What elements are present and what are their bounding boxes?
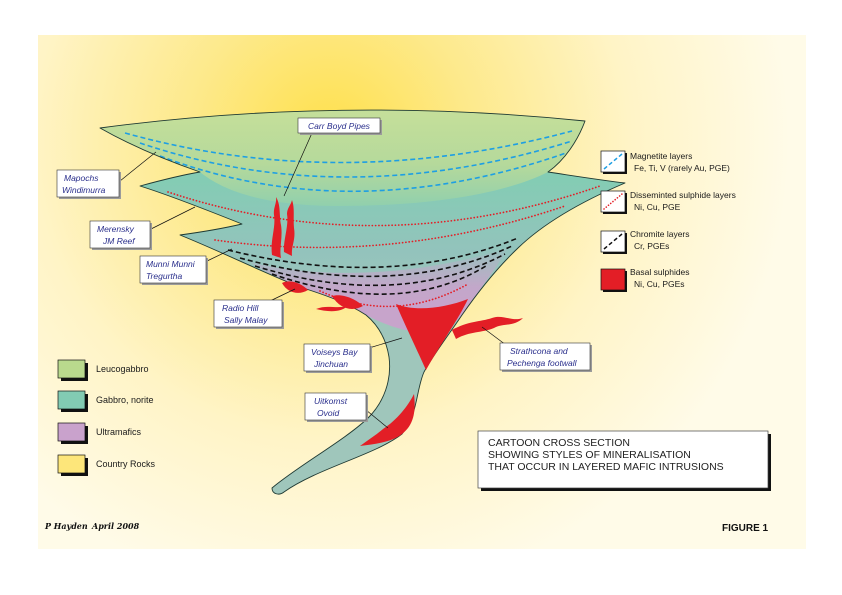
leucogabbro-layer bbox=[100, 110, 585, 206]
legend-swatch bbox=[57, 454, 86, 474]
legend-swatch bbox=[57, 422, 86, 442]
sulphide-layer-line bbox=[214, 205, 566, 249]
label-text: Merensky JM Reef bbox=[97, 224, 136, 246]
label-text: Uitkomst Ovoid bbox=[314, 396, 349, 418]
carr-boyd-pipe bbox=[271, 197, 282, 258]
magnetite-layer-line bbox=[139, 140, 573, 178]
legend-label: Leucogabbro bbox=[96, 364, 149, 374]
legend-detail: Fe, Ti, V (rarely Au, PGE) bbox=[634, 163, 730, 173]
leader-line-voiseys-bay bbox=[368, 337, 403, 349]
title-box-frame bbox=[477, 430, 769, 489]
sally-malay-sulphide bbox=[332, 295, 363, 309]
basal-sulphides bbox=[271, 197, 523, 446]
leader-line-munni-munni bbox=[204, 248, 233, 263]
label-uitkomst: Uitkomst Ovoid bbox=[304, 392, 368, 422]
voiseys-bay-sulphide bbox=[396, 299, 468, 370]
label-box bbox=[213, 299, 283, 328]
label-radio-hill: Radio Hill Sally Malay bbox=[213, 299, 284, 329]
leader-line-radio-hill bbox=[269, 288, 296, 302]
label-box bbox=[297, 117, 381, 134]
label-text: Munni Munni Tregurtha bbox=[146, 259, 197, 281]
legend-swatch bbox=[57, 359, 86, 379]
rock-legend: Leucogabbro Gabbro, norite Ultramafics C… bbox=[57, 359, 156, 476]
radio-hill-sulphide bbox=[282, 281, 308, 293]
magnetite-layer-line bbox=[159, 152, 567, 193]
leader-line-uitkomst bbox=[365, 409, 389, 429]
figure-label: FIGURE 1 bbox=[722, 523, 769, 534]
label-box bbox=[303, 343, 371, 372]
black-dashed-line-icon bbox=[603, 233, 623, 250]
leader-line-strathcona bbox=[481, 326, 507, 346]
leader-line-carr-boyd bbox=[283, 132, 313, 197]
label-box bbox=[56, 169, 120, 198]
label-text: Strathcona and Pechenga footwall bbox=[507, 346, 578, 368]
title-box: CARTOON CROSS SECTION SHOWING STYLES OF … bbox=[477, 430, 771, 491]
uitkomst-sulphide bbox=[360, 394, 415, 446]
chromite-layer-line bbox=[227, 237, 519, 269]
legend-item-disseminated-sulphide: Disseminted sulphide layers Ni, Cu, PGE bbox=[600, 190, 736, 214]
label-strathcona: Strathcona and Pechenga footwall bbox=[499, 342, 592, 372]
label-box bbox=[139, 255, 207, 284]
carr-boyd-pipe bbox=[283, 200, 295, 256]
label-box bbox=[499, 342, 591, 371]
blue-dashed-line-icon bbox=[603, 153, 623, 170]
legend-item-gabbro: Gabbro, norite bbox=[57, 390, 154, 412]
red-dotted-line-icon bbox=[603, 193, 623, 210]
legend-label: Ultramafics bbox=[96, 427, 142, 437]
legend-detail: Ni, Cu, PGE bbox=[634, 202, 681, 212]
legend-title: Basal sulphides bbox=[630, 267, 690, 277]
legend-detail: Ni, Cu, PGEs bbox=[634, 279, 685, 289]
chromite-layer-line bbox=[239, 245, 513, 278]
legend-item-leucogabbro: Leucogabbro bbox=[57, 359, 149, 381]
chromite-layer-line bbox=[271, 265, 487, 295]
mineral-legend: Magnetite layers Fe, Ti, V (rarely Au, P… bbox=[600, 150, 736, 292]
label-box bbox=[89, 220, 151, 249]
label-merensky: Merensky JM Reef bbox=[89, 220, 152, 250]
legend-title: Disseminted sulphide layers bbox=[630, 190, 736, 200]
legend-item-magnetite: Magnetite layers Fe, Ti, V (rarely Au, P… bbox=[600, 150, 730, 174]
label-text: Mapochs Windimurra bbox=[62, 173, 106, 195]
label-text: Voiseys Bay Jinchuan bbox=[311, 347, 360, 369]
legend-item-country-rocks: Country Rocks bbox=[57, 454, 156, 476]
label-voiseys-bay: Voiseys Bay Jinchuan bbox=[303, 343, 372, 373]
label-mapochs: Mapochs Windimurra bbox=[56, 169, 121, 199]
title-text: CARTOON CROSS SECTION SHOWING STYLES OF … bbox=[488, 437, 724, 473]
label-carr-boyd: Carr Boyd Pipes bbox=[297, 117, 382, 135]
legend-item-basal-sulphide: Basal sulphides Ni, Cu, PGEs bbox=[600, 267, 690, 292]
legend-label: Country Rocks bbox=[96, 459, 156, 469]
legend-swatch bbox=[57, 390, 86, 410]
red-fill-swatch-icon bbox=[600, 268, 626, 291]
leader-line-merensky bbox=[150, 206, 196, 230]
legend-item-chromite: Chromite layers Cr, PGEs bbox=[600, 229, 690, 254]
sulphide-vein-tail bbox=[316, 305, 349, 312]
leader-line-mapochs bbox=[119, 151, 157, 182]
label-text: Radio Hill Sally Malay bbox=[222, 303, 268, 325]
legend-item-ultramafics: Ultramafics bbox=[57, 422, 142, 444]
strathcona-sulphide-vein bbox=[452, 316, 523, 339]
chromite-layer-line bbox=[254, 253, 506, 287]
legend-detail: Cr, PGEs bbox=[634, 241, 669, 251]
sulphide-layer-line bbox=[319, 283, 469, 308]
label-munni-munni: Munni Munni Tregurtha bbox=[139, 255, 208, 285]
legend-title: Chromite layers bbox=[630, 229, 690, 239]
legend-label: Gabbro, norite bbox=[96, 395, 154, 405]
sulphide-layer-line bbox=[167, 185, 601, 227]
label-box bbox=[304, 392, 367, 421]
label-text: Carr Boyd Pipes bbox=[308, 121, 371, 131]
intrusion-outline bbox=[99, 109, 626, 495]
author-signature: P Hayden April 2008 bbox=[44, 521, 140, 531]
legend-title: Magnetite layers bbox=[630, 151, 692, 161]
magnetite-layer-line bbox=[124, 130, 573, 164]
